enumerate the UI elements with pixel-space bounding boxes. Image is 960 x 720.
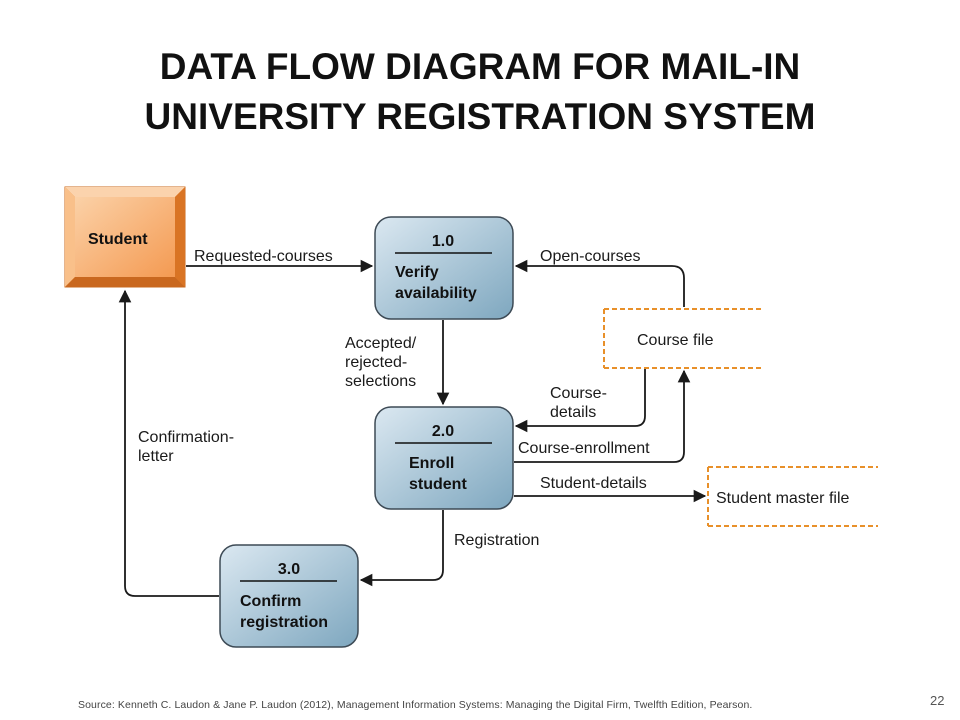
process-verify-availability: 1.0 Verify availability [374, 216, 514, 320]
source-citation: Source: Kenneth C. Laudon & Jane P. Laud… [78, 699, 753, 711]
title-line-1: DATA FLOW DIAGRAM FOR MAIL-IN [159, 46, 801, 87]
flow-label-accepted-rejected: Accepted/ rejected- selections [345, 335, 421, 390]
flow-confirmation-letter [118, 289, 219, 597]
flow-label-student-details: Student-details [540, 475, 647, 492]
student-master-file-label: Student master file [716, 490, 850, 507]
datastore-course-file: Course file [603, 308, 763, 369]
student-entity: Student [64, 186, 186, 288]
course-line: Course- [550, 385, 607, 402]
process-1-line2: availability [395, 285, 477, 302]
selections-line: selections [345, 373, 416, 390]
confirmation-line: Confirmation- [138, 429, 234, 446]
flow-course-enrollment [514, 369, 691, 463]
details-line: details [550, 404, 596, 421]
flow-registration [359, 510, 444, 587]
process-enroll-student: 2.0 Enroll student [374, 406, 514, 510]
process-2-line2: student [409, 476, 467, 493]
process-1-number: 1.0 [432, 233, 454, 250]
flow-label-confirmation-letter: Confirmation- letter [138, 429, 238, 465]
process-confirm-registration: 3.0 Confirm registration [219, 544, 359, 648]
flow-label-course-enrollment: Course-enrollment [518, 440, 650, 457]
process-3-number: 3.0 [278, 561, 300, 578]
page-number: 22 [930, 693, 945, 708]
course-file-label: Course file [637, 332, 714, 349]
accepted-line: Accepted/ [345, 335, 417, 352]
process-1-line1: Verify [395, 264, 439, 281]
student-label: Student [88, 231, 148, 248]
page-title: DATA FLOW DIAGRAM FOR MAIL-IN UNIVERSITY… [0, 42, 960, 142]
flow-label-requested-courses: Requested-courses [194, 248, 333, 265]
process-2-number: 2.0 [432, 423, 454, 440]
datastore-student-master-file: Student master file [707, 466, 878, 527]
flow-label-registration: Registration [454, 532, 539, 549]
process-3-line2: registration [240, 614, 328, 631]
rejected-line: rejected- [345, 354, 407, 371]
flow-label-open-courses: Open-courses [540, 248, 641, 265]
process-3-line1: Confirm [240, 593, 301, 610]
flow-course-details [514, 369, 646, 433]
letter-line: letter [138, 448, 174, 465]
flow-label-course-details: Course- details [550, 385, 611, 421]
title-line-2: UNIVERSITY REGISTRATION SYSTEM [144, 96, 816, 137]
process-2-line1: Enroll [409, 455, 454, 472]
flow-open-courses [514, 259, 685, 307]
